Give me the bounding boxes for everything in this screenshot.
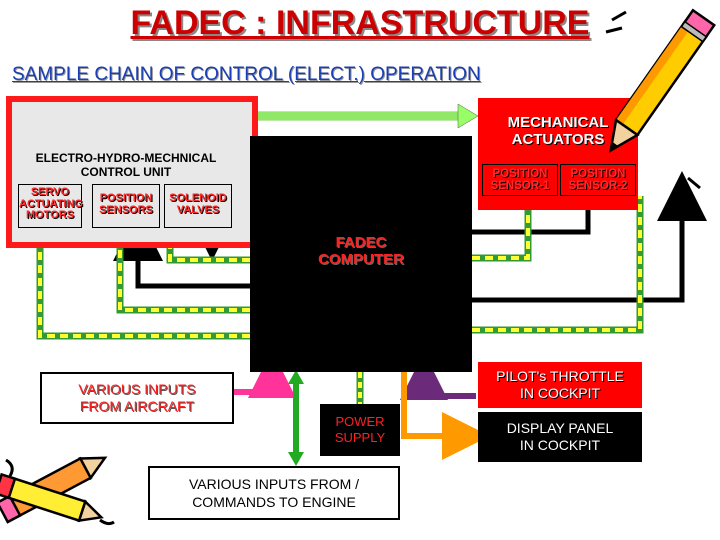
throttle-line1: PILOT's THROTTLE <box>496 368 624 385</box>
servo-text-2: ACTUATING <box>19 197 83 210</box>
computer-label: FADEC COMPUTER <box>250 234 472 269</box>
computer-label-line1: FADEC <box>335 234 387 251</box>
mech-label-line2: ACTUATORS <box>511 131 605 149</box>
position-sensor-2-box: POSITION SENSOR-2 <box>560 164 636 196</box>
display-arrow <box>401 372 490 460</box>
computer-label-line2: COMPUTER <box>318 251 404 269</box>
sensor2-text-1: POSITION <box>570 168 626 180</box>
engine-io-line1: VARIOUS INPUTS FROM / <box>188 475 360 492</box>
display-panel-box: DISPLAY PANEL IN COCKPIT <box>478 412 642 462</box>
aircraft-inputs-line1: VARIOUS INPUTS <box>78 381 196 398</box>
servo-text-1: SERVO <box>30 186 70 198</box>
throttle-line2: IN COCKPIT <box>519 385 601 401</box>
sensor1-text-1: POSITION <box>492 168 548 180</box>
position-sensors-box: POSITION SENSORS <box>92 184 160 228</box>
throttle-box: PILOT's THROTTLE IN COCKPIT <box>478 362 642 408</box>
ehm-label: ELECTRO-HYDRO-MECHNICAL CONTROL UNIT <box>20 151 232 180</box>
mech-label: MECHANICAL ACTUATORS <box>478 114 638 149</box>
mechanical-actuators <box>478 98 638 210</box>
power-supply-line2: SUPPLY <box>334 430 386 445</box>
aircraft-input-arrow <box>234 350 296 398</box>
servo-motors-box: SERVO ACTUATING MOTORS <box>18 184 83 228</box>
display-panel-line1: DISPLAY PANEL <box>506 419 614 436</box>
sensor2-text-2: SENSOR-2 <box>568 180 628 193</box>
top-link-arrow <box>246 103 479 129</box>
engine-io-line2: COMMANDS TO ENGINE <box>192 494 356 510</box>
engine-io-arrow <box>288 370 304 466</box>
ehm-label-line2: CONTROL UNIT <box>80 164 172 179</box>
power-supply-line1: POWER <box>335 413 385 429</box>
solenoid-text-2: VALVES <box>176 203 220 216</box>
aircraft-inputs-box: VARIOUS INPUTS FROM AIRCRAFT <box>40 372 234 424</box>
pos-sensors-text-2: SENSORS <box>99 203 153 216</box>
mech-label-line1: MECHANICAL <box>507 114 609 131</box>
solenoid-text-1: SOLENOID <box>169 192 227 204</box>
page-subtitle: SAMPLE CHAIN OF CONTROL (ELECT.) OPERATI… <box>12 64 481 85</box>
ehm-label-line1: ELECTRO-HYDRO-MECHNICAL <box>35 151 217 165</box>
power-supply-box: POWER SUPPLY <box>320 404 400 456</box>
pos-sensors-text-1: POSITION <box>99 192 153 204</box>
solenoid-valves-box: SOLENOID VALVES <box>164 184 232 228</box>
ehm-control-unit <box>6 96 258 248</box>
fadec-computer <box>250 136 472 372</box>
servo-text-3: MOTORS <box>25 209 75 222</box>
page-title: FADEC : INFRASTRUCTURE <box>130 4 590 42</box>
sensor1-text-2: SENSOR-1 <box>490 180 550 193</box>
aircraft-inputs-line2: FROM AIRCRAFT <box>79 398 195 414</box>
engine-io-box: VARIOUS INPUTS FROM / COMMANDS TO ENGINE <box>148 466 400 520</box>
position-sensor-1-box: POSITION SENSOR-1 <box>482 164 558 196</box>
throttle-arrow <box>400 352 476 400</box>
display-panel-line2: IN COCKPIT <box>519 437 601 453</box>
